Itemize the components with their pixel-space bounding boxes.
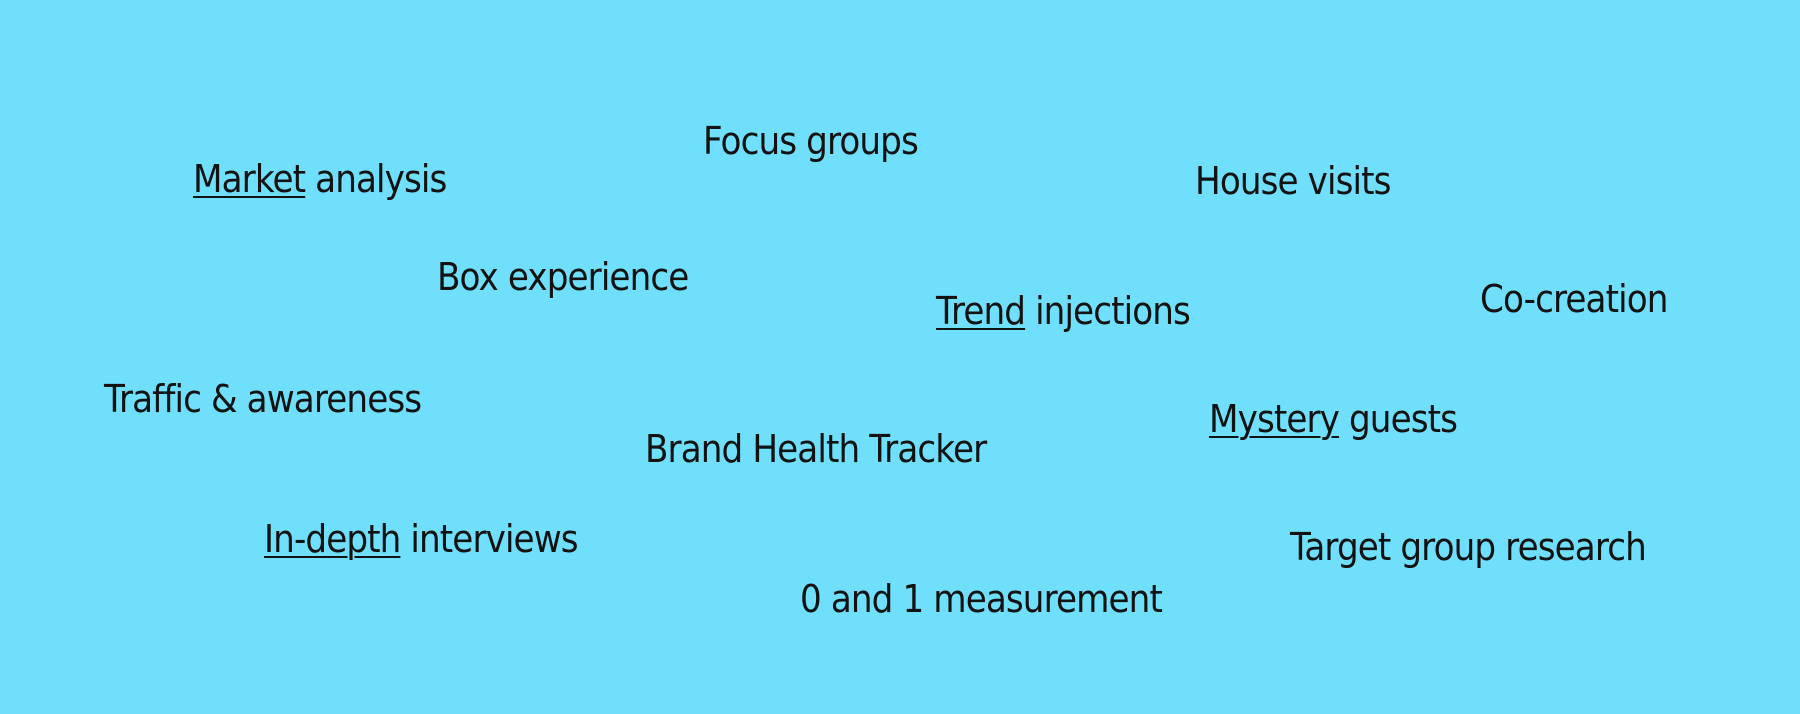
term-box-experience: Box experience xyxy=(437,255,689,299)
in-depth-interviews-rest: interviews xyxy=(400,517,578,561)
market-analysis-rest: analysis xyxy=(305,157,447,201)
term-in-depth-interviews: In-depth interviews xyxy=(264,517,579,561)
term-market-analysis: Market analysis xyxy=(193,157,447,201)
mystery-link[interactable]: Mystery xyxy=(1209,397,1340,441)
term-mystery-guests: Mystery guests xyxy=(1209,397,1458,441)
term-house-visits: House visits xyxy=(1195,159,1391,203)
in-depth-link[interactable]: In-depth xyxy=(264,517,401,561)
term-target-group-research: Target group research xyxy=(1290,525,1647,569)
mystery-guests-rest: guests xyxy=(1339,397,1458,441)
trend-link[interactable]: Trend xyxy=(936,289,1026,333)
term-co-creation: Co-creation xyxy=(1480,277,1668,321)
term-focus-groups: Focus groups xyxy=(703,119,919,163)
term-trend-injections: Trend injections xyxy=(936,289,1191,333)
market-link[interactable]: Market xyxy=(193,157,306,201)
term-0-and-1-measurement: 0 and 1 measurement xyxy=(800,577,1163,621)
term-brand-health-tracker: Brand Health Tracker xyxy=(645,427,987,471)
term-traffic-awareness: Traffic & awareness xyxy=(104,377,422,421)
trend-injections-rest: injections xyxy=(1025,289,1191,333)
